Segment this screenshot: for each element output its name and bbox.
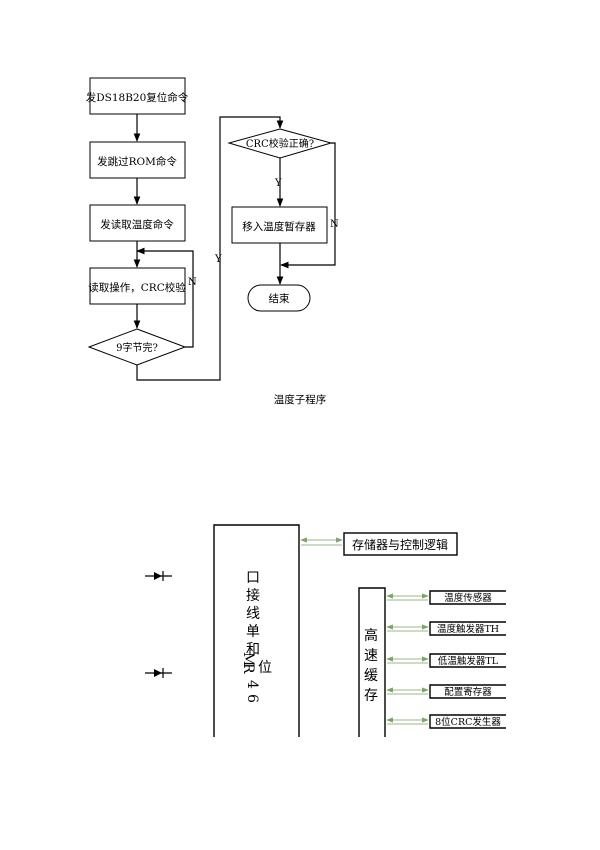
register-config-label: 配置寄存器 — [444, 686, 492, 698]
flow-step-read-crc: 读取操作，CRC校验 — [88, 267, 186, 305]
flow-label-yes-crc: Y — [274, 178, 282, 189]
register-crc-generator: 8位CRC发生器 — [386, 714, 506, 729]
register-th: 温度触发器TH — [386, 621, 506, 636]
vlabel-char: 4 — [244, 680, 260, 689]
register-config: 配置寄存器 — [386, 684, 506, 699]
flow-label-no-crc: N — [330, 219, 339, 230]
cache-block — [358, 587, 386, 737]
flow-step-reset: 发DS18B20复位命令 — [86, 77, 189, 115]
cache-label-char: 缓 — [364, 668, 378, 684]
vlabel-char: M — [240, 652, 256, 666]
diode-icon — [145, 571, 172, 581]
diode-icon — [145, 668, 172, 678]
flow-end-label: 结束 — [269, 292, 290, 305]
register-tl-label: 低温触发器TL — [438, 655, 499, 667]
flow-decision-bytes: 9字节完? — [87, 328, 187, 366]
vlabel-char: 位 — [258, 660, 272, 676]
memory-control-logic-block: 存储器与控制逻辑 — [343, 532, 458, 556]
flow-decision-bytes-label: 9字节完? — [116, 341, 158, 354]
flow-end: 结束 — [247, 284, 311, 312]
vlabel-char: 单 — [246, 624, 260, 640]
vlabel-char: 口 — [246, 570, 260, 586]
register-crc-generator-label: 8位CRC发生器 — [435, 716, 501, 728]
flow-label-yes-bytes: Y — [214, 254, 222, 265]
flow-step-skip-rom: 发跳过ROM命令 — [89, 141, 186, 179]
flow-step-move-label: 移入温度暂存器 — [242, 220, 316, 233]
interface-block-label: 口 接 线 单 和 M R 位 4 6 — [240, 570, 272, 703]
vlabel-char: R — [240, 663, 256, 674]
register-temp-sensor: 温度传感器 — [386, 590, 506, 605]
flow-decision-crc-label: CRC校验正确? — [246, 137, 314, 150]
vlabel-char: 线 — [246, 606, 260, 622]
flow-step-skip-rom-label: 发跳过ROM命令 — [97, 155, 177, 168]
flow-step-read-temp-label: 发读取温度命令 — [100, 218, 174, 231]
flow-decision-crc: CRC校验正确? — [227, 128, 333, 159]
vlabel-char: 6 — [244, 694, 260, 703]
vlabel-char: 和 — [246, 642, 260, 658]
flow-step-read-crc-label: 读取操作，CRC校验 — [88, 281, 186, 294]
flowchart-caption: 温度子程序 — [274, 393, 327, 406]
block-diagram: 口 接 线 单 和 M R 位 4 6 存储器与控制逻辑 高 速 缓 存 — [145, 524, 506, 737]
cache-label-char: 速 — [364, 648, 378, 664]
register-tl: 低温触发器TL — [386, 653, 506, 668]
cache-label-char: 存 — [364, 688, 378, 704]
interface-block — [213, 524, 300, 737]
flow-step-reset-label: 发DS18B20复位命令 — [86, 91, 189, 104]
register-temp-sensor-label: 温度传感器 — [444, 592, 492, 604]
flow-step-move: 移入温度暂存器 — [231, 206, 328, 244]
flow-label-no-bytes: N — [188, 277, 197, 288]
register-th-label: 温度触发器TH — [437, 623, 499, 635]
vlabel-char: 接 — [246, 587, 260, 604]
cache-block-label: 高 速 缓 存 — [364, 627, 378, 704]
flowchart: 发DS18B20复位命令 发跳过ROM命令 发读取温度命令 读取操作，CRC校验… — [86, 77, 339, 406]
flow-step-read-temp: 发读取温度命令 — [89, 204, 186, 242]
cache-label-char: 高 — [364, 627, 378, 644]
memory-control-logic-label: 存储器与控制逻辑 — [352, 537, 448, 552]
